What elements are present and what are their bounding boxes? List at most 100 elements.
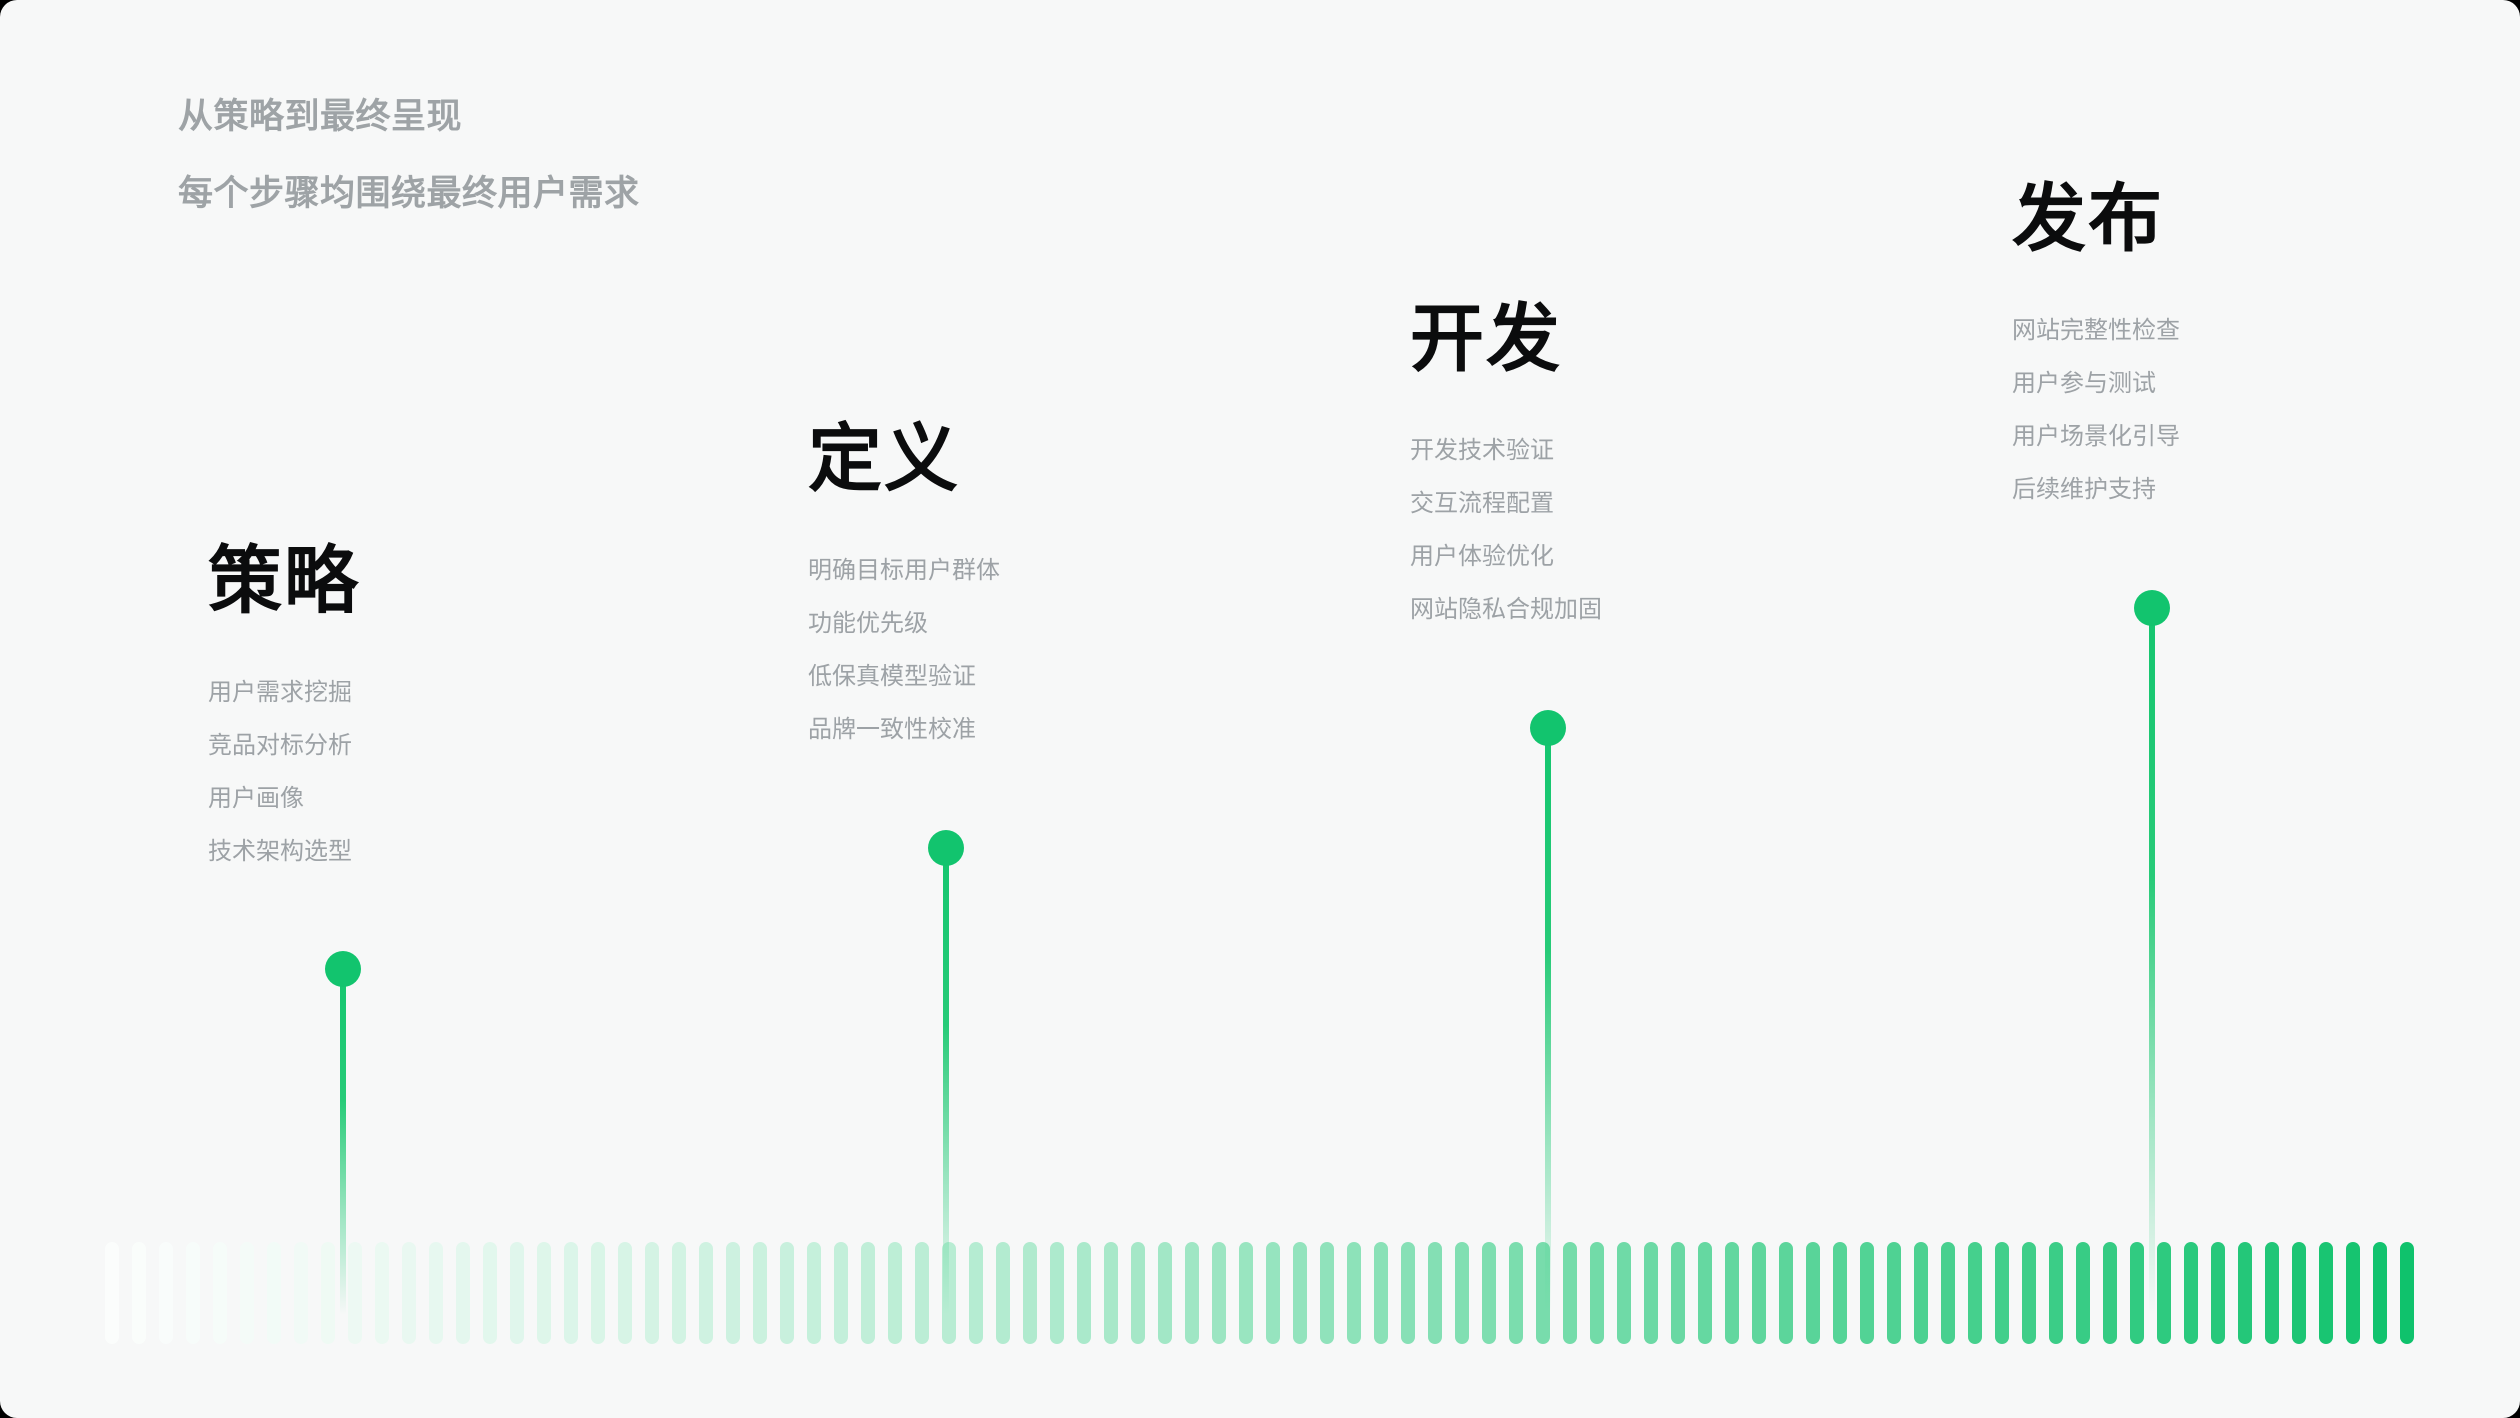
stage-title: 开发 (1410, 297, 1562, 380)
bar (2076, 1242, 2090, 1344)
bar (375, 1242, 389, 1344)
stage-marker-dot[interactable] (2134, 590, 2170, 626)
bar (2373, 1242, 2387, 1344)
stage-item-list: 网站完整性检查用户参与测试用户场景化引导后续维护支持 (2012, 304, 2180, 516)
bar (1509, 1242, 1523, 1344)
bar (1401, 1242, 1415, 1344)
stage-item: 低保真模型验证 (808, 662, 976, 690)
bar (699, 1242, 713, 1344)
bar (1671, 1242, 1685, 1344)
bar (1806, 1242, 1820, 1344)
stage-3: 开发开发技术验证交互流程配置用户体验优化网站隐私合规加固 (1410, 300, 1602, 636)
stage-stem (2149, 608, 2155, 1315)
bar (483, 1242, 497, 1344)
bar (2238, 1242, 2252, 1344)
stage-title: 发布 (2012, 177, 2164, 260)
stage-title: 策略 (208, 539, 360, 622)
bar (1914, 1242, 1928, 1344)
bar (2022, 1242, 2036, 1344)
bar (1185, 1242, 1199, 1344)
bar (510, 1242, 524, 1344)
bar (1482, 1242, 1496, 1344)
bar (996, 1242, 1010, 1344)
bar (915, 1242, 929, 1344)
bar (132, 1242, 146, 1344)
bar (2049, 1242, 2063, 1344)
stage-item: 开发技术验证 (1410, 436, 1554, 464)
gradient-bar-strip (105, 1242, 2416, 1344)
bar (105, 1242, 119, 1344)
stage-stem (943, 848, 949, 1315)
bar (348, 1242, 362, 1344)
bar (1212, 1242, 1226, 1344)
stage-item: 明确目标用户群体 (808, 556, 1000, 584)
bar (2319, 1242, 2333, 1344)
stage-item: 交互流程配置 (1410, 489, 1554, 517)
bar (240, 1242, 254, 1344)
stage-1: 策略用户需求挖掘竞品对标分析用户画像技术架构选型 (208, 542, 360, 878)
bar (1428, 1242, 1442, 1344)
bar (1995, 1242, 2009, 1344)
bar (753, 1242, 767, 1344)
stage-item: 功能优先级 (808, 609, 928, 637)
bar (645, 1242, 659, 1344)
stage-marker-dot[interactable] (928, 830, 964, 866)
bar (564, 1242, 578, 1344)
bar (537, 1242, 551, 1344)
stage-stem (1545, 728, 1551, 1315)
bar (2157, 1242, 2171, 1344)
bar (834, 1242, 848, 1344)
bar (1752, 1242, 1766, 1344)
bar (780, 1242, 794, 1344)
bar (969, 1242, 983, 1344)
bar (1455, 1242, 1469, 1344)
stage-item: 用户参与测试 (2012, 369, 2156, 397)
bar (2400, 1242, 2414, 1344)
bar (1644, 1242, 1658, 1344)
bar (618, 1242, 632, 1344)
stage-item-list: 明确目标用户群体功能优先级低保真模型验证品牌一致性校准 (808, 544, 1000, 756)
bar (1050, 1242, 1064, 1344)
bar (1077, 1242, 1091, 1344)
bar (2130, 1242, 2144, 1344)
bar (456, 1242, 470, 1344)
bar (2211, 1242, 2225, 1344)
stage-2: 定义明确目标用户群体功能优先级低保真模型验证品牌一致性校准 (808, 420, 1000, 756)
bar (1833, 1242, 1847, 1344)
bar (1104, 1242, 1118, 1344)
bar (429, 1242, 443, 1344)
bar (1293, 1242, 1307, 1344)
bar (726, 1242, 740, 1344)
stage-marker-dot[interactable] (1530, 710, 1566, 746)
bar (267, 1242, 281, 1344)
bar (2184, 1242, 2198, 1344)
header-line-2: 每个步骤均围绕最终用户需求 (178, 174, 640, 213)
stage-item: 用户需求挖掘 (208, 678, 352, 706)
bar (1563, 1242, 1577, 1344)
stage-item: 网站隐私合规加固 (1410, 595, 1602, 623)
bar (888, 1242, 902, 1344)
bar (1779, 1242, 1793, 1344)
bar (1347, 1242, 1361, 1344)
bar (1320, 1242, 1334, 1344)
stage-item: 用户画像 (208, 784, 304, 812)
bar (1941, 1242, 1955, 1344)
stage-4: 发布网站完整性检查用户参与测试用户场景化引导后续维护支持 (2012, 180, 2180, 516)
bar (1266, 1242, 1280, 1344)
bar (591, 1242, 605, 1344)
bar (1968, 1242, 1982, 1344)
stage-item: 网站完整性检查 (2012, 316, 2180, 344)
bar (402, 1242, 416, 1344)
bar (672, 1242, 686, 1344)
bar (186, 1242, 200, 1344)
bar (2346, 1242, 2360, 1344)
stage-item: 品牌一致性校准 (808, 715, 976, 743)
header-line-1: 从策略到最终呈现 (178, 97, 463, 136)
bar (213, 1242, 227, 1344)
bar (1617, 1242, 1631, 1344)
stage-marker-dot[interactable] (325, 951, 361, 987)
bar (294, 1242, 308, 1344)
bar (1725, 1242, 1739, 1344)
bar (159, 1242, 173, 1344)
